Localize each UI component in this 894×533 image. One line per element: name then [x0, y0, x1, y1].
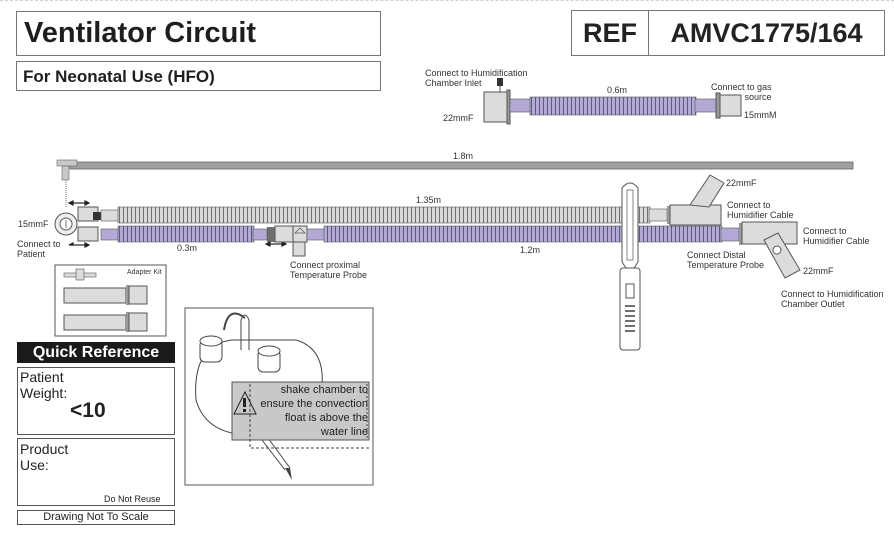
lower-port-size-label: 22mmF	[803, 266, 834, 276]
upper-port-size-label: 22mmF	[726, 178, 757, 188]
outlet-label: Connect to gas source	[711, 82, 772, 102]
gas-line-length: 0.6m	[607, 85, 628, 95]
page-title: Ventilator Circuit	[16, 11, 381, 56]
patient-wye	[54, 200, 288, 248]
outlet-size-label: 15mmM	[744, 110, 777, 120]
proximal-probe-label: Connect proximal Temperature Probe	[290, 260, 368, 280]
ref-code: AMVC1775/164	[670, 17, 863, 48]
page-border	[0, 0, 894, 1]
swivel-arrow-icon	[67, 200, 288, 248]
inspiratory-limb	[100, 174, 725, 226]
patient-weight-label: Patient Weight:	[20, 369, 68, 401]
inlet-label: Connect to Humidification Chamber Inlet	[425, 68, 528, 88]
patient-weight-panel	[17, 367, 175, 435]
patient-weight-value: <10	[70, 399, 106, 422]
humidification-chamber-illustration	[184, 307, 374, 486]
chamber-warning-text: shake chamber to ensure the convection f…	[260, 384, 368, 438]
chamber-outlet-label: Connect to Humidification Chamber Outlet	[781, 289, 884, 309]
pressure-line	[56, 159, 854, 208]
product-use-label: Product Use:	[20, 441, 69, 473]
weight-unit: kg	[128, 402, 152, 424]
quick-reference-heading: Quick Reference	[17, 342, 175, 363]
inspiratory-length: 1.35m	[416, 195, 442, 205]
humidifier-cable-port-upper	[669, 204, 722, 226]
patient-label: Connect to Patient	[17, 239, 61, 259]
port-22mmf-upper	[689, 174, 725, 208]
product-use-panel	[17, 438, 175, 506]
inlet-cap	[497, 78, 503, 86]
tube-hanger-clip	[619, 182, 641, 351]
adapter-kit-label: Adapter Kit	[127, 269, 162, 276]
product-use-value: Do Not Reuse	[104, 494, 161, 504]
port-22mmf-lower	[763, 232, 801, 279]
gas-supply-tube	[483, 78, 742, 125]
ref-label: REF	[572, 11, 649, 55]
expiratory-short-length: 0.3m	[177, 243, 198, 253]
scale-note: Drawing Not To Scale	[17, 510, 175, 525]
distal-probe-label: Connect Distal Temperature Probe	[687, 250, 765, 270]
inlet-size-label: 22mmF	[443, 113, 474, 123]
outlet-connector-15mmm	[719, 94, 742, 117]
page-subtitle: For Neonatal Use (HFO)	[16, 61, 381, 91]
inlet-connector-22mmf	[483, 91, 509, 123]
lower-cable-label: Connect to Humidifier Cable	[803, 226, 870, 246]
pressure-line-length: 1.8m	[453, 151, 474, 161]
expiratory-long-length: 1.2m	[520, 245, 541, 255]
reference-box: REF AMVC1775/164	[571, 10, 885, 56]
proximal-probe-port	[292, 241, 306, 257]
patient-size-label: 15mmF	[18, 219, 49, 229]
warning-icon	[233, 390, 257, 415]
upper-cable-label: Connect to Humidifier Cable	[727, 200, 794, 220]
adapter-kit	[54, 264, 167, 337]
